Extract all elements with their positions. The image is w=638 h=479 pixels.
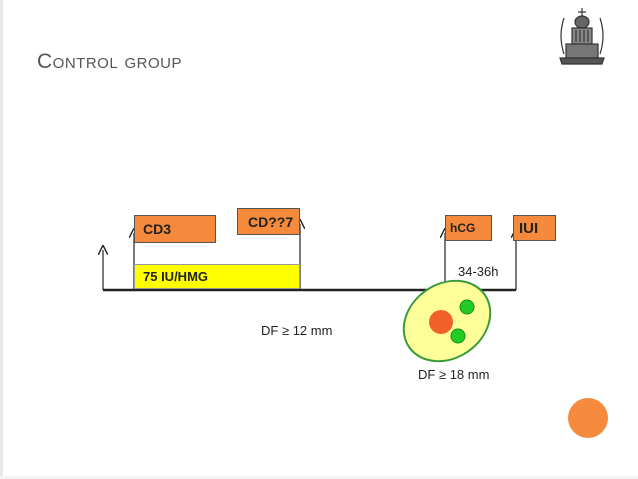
slide-left-border (0, 0, 3, 479)
small-follicle-bottom (450, 328, 466, 344)
interval-label: 34-36h (458, 264, 499, 279)
df-final-label: DF ≥ 18 mm (418, 367, 490, 382)
slide-bottom-bar (0, 476, 638, 479)
df-min-label: DF ≥ 12 mm (261, 323, 333, 338)
cd3-box: CD3 (134, 215, 216, 243)
small-follicle-top (459, 299, 475, 315)
cd7-box: CD??7 (237, 208, 300, 235)
hcg-box: hCG (445, 215, 492, 241)
slide-title: Control group (37, 50, 183, 73)
building-crest-icon (559, 8, 605, 65)
iui-box: IUI (513, 215, 556, 241)
dominant-follicle (429, 310, 453, 334)
dose-bar: 75 IU/HMG (134, 264, 300, 289)
orange-circle-decoration (568, 398, 608, 438)
